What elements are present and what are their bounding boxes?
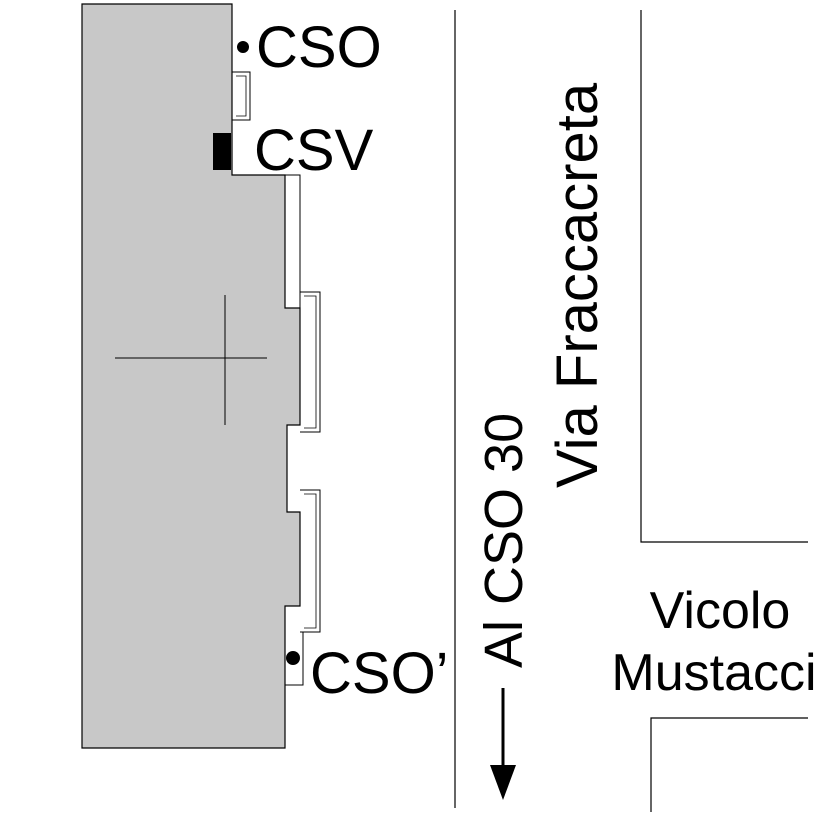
- alley-label-line2: Mustacci: [611, 644, 816, 702]
- facade-wall-lower-inner: [304, 493, 317, 629]
- cso-top-marker-icon: [237, 41, 249, 53]
- alley-label-line1: Vicolo: [650, 582, 791, 640]
- arrow-down-icon: [490, 688, 516, 800]
- facade-wall-mid: [300, 291, 321, 433]
- facade-wall-upper: [232, 71, 251, 121]
- facade-wall-upper-inner: [236, 75, 247, 117]
- building-block: [81, 3, 301, 749]
- street-label-via-fraccacreta: Via Fraccacreta: [545, 82, 610, 488]
- direction-label: Al CSO 30: [474, 413, 534, 668]
- cso-bottom-label: CSO’: [310, 641, 449, 706]
- facade-wall-bottom: [284, 606, 304, 686]
- street-edge-right-lower: [650, 717, 808, 812]
- facade-wall-mid-inner: [304, 295, 317, 429]
- csv-marker-icon: [213, 133, 231, 170]
- cso-bottom-marker-icon: [286, 651, 300, 665]
- facade-wall-lower: [300, 489, 321, 633]
- csv-label: CSV: [254, 118, 374, 183]
- street-edge-right-upper: [640, 10, 808, 543]
- facade-wall-mid-edge: [285, 174, 301, 308]
- cso-top-label: CSO: [256, 15, 382, 80]
